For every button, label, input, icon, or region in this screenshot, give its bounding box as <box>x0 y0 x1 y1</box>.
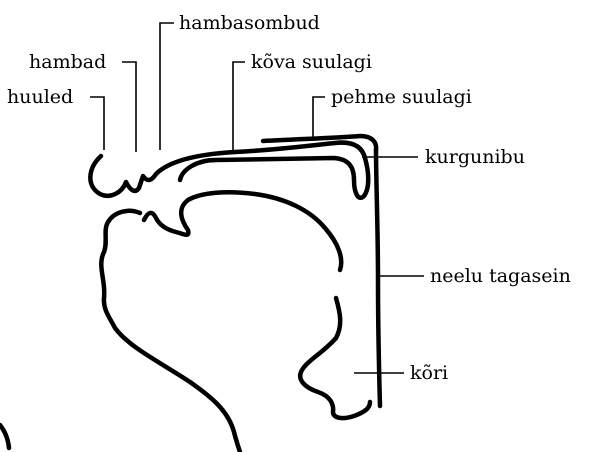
tongue-outline <box>101 211 240 452</box>
label-neelu-tagasein: neelu tagasein <box>430 265 571 287</box>
upper-vocal-tract-outline <box>90 143 368 198</box>
leader-kova-suulagi <box>233 62 245 152</box>
label-kori: kõri <box>410 362 448 384</box>
label-kurgunibu: kurgunibu <box>425 146 525 168</box>
tongue-dorsum-outline <box>144 192 341 270</box>
larynx-outline <box>300 298 370 418</box>
pharyngeal-wall-outline <box>376 150 380 406</box>
label-huuled: huuled <box>7 86 73 108</box>
leader-pehme-suulagi <box>313 97 325 140</box>
label-kova-suulagi: kõva suulagi <box>251 51 372 73</box>
label-hambasombud: hambasombud <box>179 12 320 34</box>
label-pehme-suulagi: pehme suulagi <box>331 86 472 108</box>
leader-hambasombud <box>160 23 174 150</box>
leader-hambad <box>122 62 136 152</box>
chin-mark <box>0 425 9 448</box>
leader-huuled <box>90 97 104 150</box>
label-hambad: hambad <box>29 51 106 73</box>
